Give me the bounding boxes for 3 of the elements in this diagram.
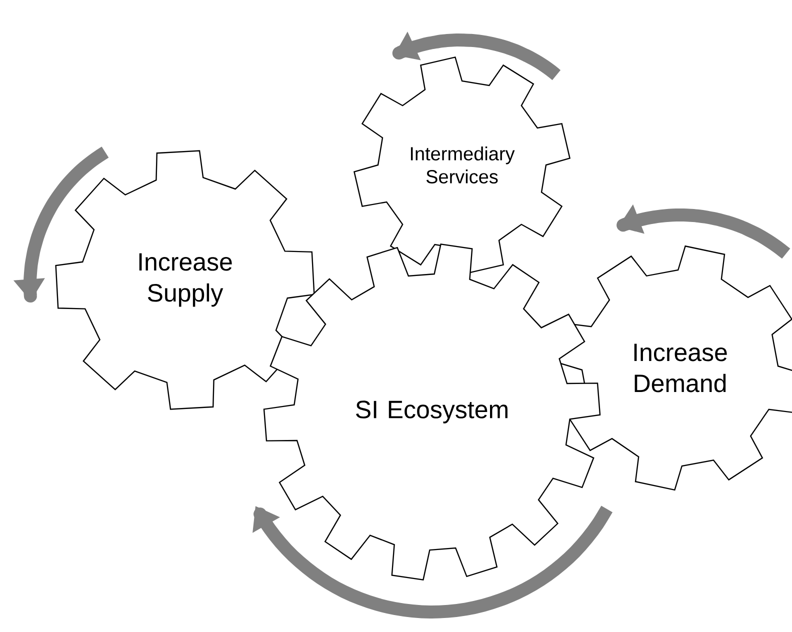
gear: Increase Demand — [557, 245, 792, 491]
gear: SI Ecosystem — [263, 244, 601, 580]
gear: Increase Supply — [55, 150, 315, 410]
